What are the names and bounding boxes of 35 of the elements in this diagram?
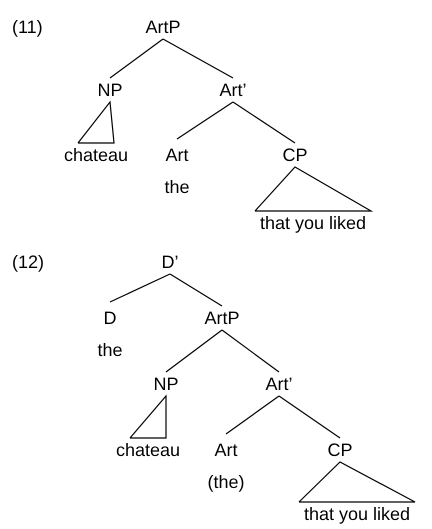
example-number: (12) <box>12 251 44 274</box>
category-label: that you liked <box>260 212 366 235</box>
triangle-branch <box>298 461 416 503</box>
category-label: D <box>102 307 118 330</box>
category-label: chateau <box>64 144 128 167</box>
triangle-branch <box>128 394 167 439</box>
word-label: the <box>97 339 123 362</box>
tree-branch <box>176 102 234 140</box>
category-label: ArtP <box>146 16 180 39</box>
category-label: NP <box>154 373 178 396</box>
category-label: NP <box>98 79 122 102</box>
triangle-branch <box>254 166 374 212</box>
tree-branch <box>222 330 280 372</box>
category-label: Art <box>164 144 190 167</box>
category-label: Art <box>214 439 238 462</box>
word-label: the <box>164 176 190 199</box>
tree-branch <box>162 38 234 79</box>
tree-branch <box>110 38 164 78</box>
tree-branch <box>232 102 296 144</box>
tree-branch <box>110 273 170 303</box>
category-label: Art’ <box>220 79 246 102</box>
category-label: Art’ <box>266 373 292 396</box>
category-label: CP <box>328 439 352 462</box>
category-label: that you liked <box>304 503 410 526</box>
tree-branch <box>170 273 222 307</box>
category-label: ArtP <box>204 307 240 330</box>
tree-branch <box>166 330 222 372</box>
category-label: D’ <box>162 251 178 274</box>
tree-branch <box>226 396 280 434</box>
category-label: chateau <box>116 439 180 462</box>
word-label: (the) <box>208 471 244 494</box>
example-number: (11) <box>12 16 43 39</box>
triangle-branch <box>76 100 115 144</box>
tree-branch <box>278 396 340 438</box>
category-label: CP <box>282 144 308 167</box>
